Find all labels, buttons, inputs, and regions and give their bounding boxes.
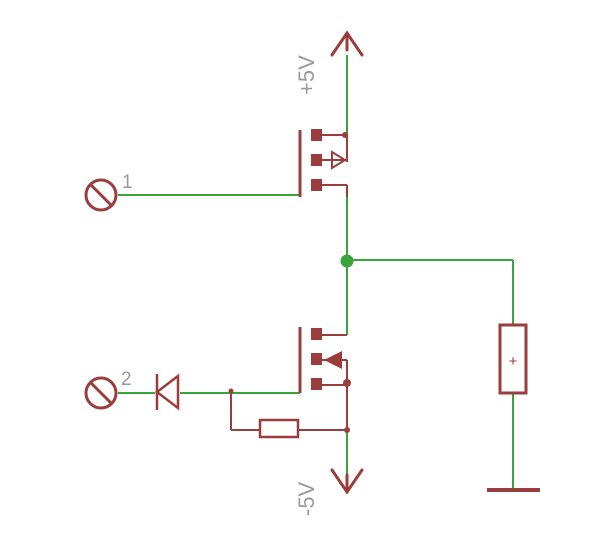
- negative-rail-label: -5V: [294, 481, 319, 516]
- output-junction: [340, 254, 354, 268]
- terminal-1: [84, 178, 118, 212]
- resistor-junction-dot: [344, 427, 350, 433]
- mosfet-top-channel-2: [311, 154, 322, 166]
- mosfet-top-body-dot: [342, 132, 348, 138]
- terminal-1-label: 1: [122, 172, 133, 193]
- load-polarity-label: +: [509, 353, 518, 370]
- terminal-1-slash: [88, 182, 114, 208]
- mosfet-top: [298, 129, 348, 197]
- positive-rail-label: +5V: [294, 55, 319, 95]
- gate-junction-dot: [228, 388, 234, 394]
- terminal-2-label: 2: [121, 369, 132, 390]
- mosfet-bottom-channel-2: [311, 353, 322, 365]
- diode: [154, 373, 180, 411]
- mosfet-bottom-source-dot: [343, 379, 351, 387]
- load: +: [498, 323, 528, 395]
- terminal-2-ring: [84, 376, 118, 410]
- mosfet-bottom: [298, 327, 351, 430]
- mosfet-bottom-channel-1: [311, 328, 322, 340]
- resistor-body: [258, 418, 300, 439]
- wires: [118, 55, 514, 490]
- diode-triangle: [154, 373, 180, 411]
- load-body: [498, 323, 528, 395]
- mosfet-top-channel-3: [311, 179, 322, 191]
- terminal-2-slash: [88, 380, 114, 406]
- resistor-network: [230, 391, 347, 439]
- supply-positive: [330, 30, 364, 57]
- mosfet-bottom-arrow: [324, 351, 342, 369]
- mosfet-bottom-channel-3: [311, 378, 322, 390]
- mosfet-top-channel-1: [311, 129, 322, 141]
- supply-negative: [330, 468, 364, 495]
- mosfet-top-arrow: [322, 150, 347, 170]
- terminal-1-ring: [84, 178, 118, 212]
- terminal-2: [84, 376, 118, 410]
